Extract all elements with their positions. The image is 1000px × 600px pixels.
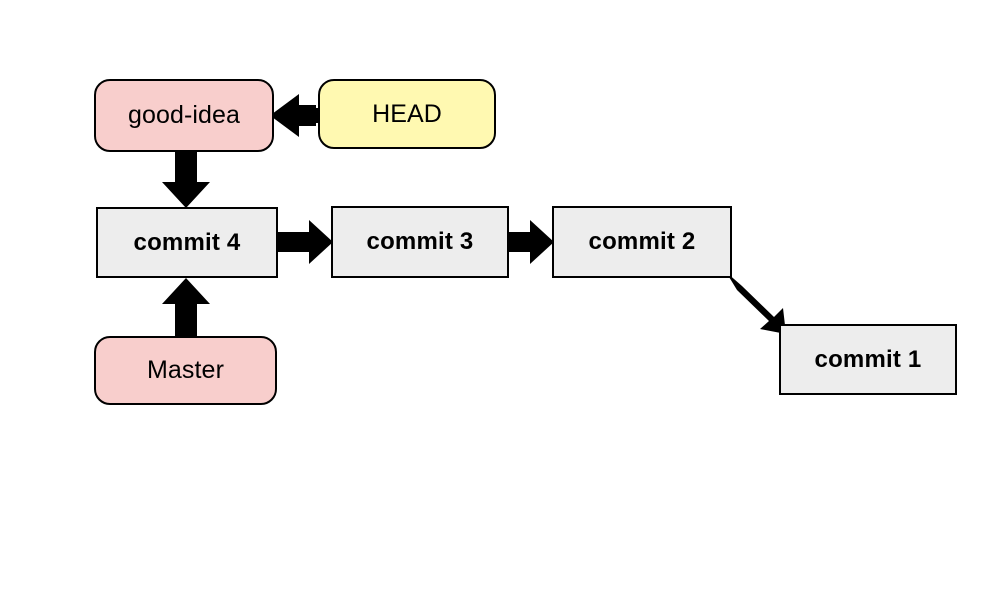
edge-head-to-good-idea (270, 94, 318, 137)
node-commit-4-label: commit 4 (133, 228, 241, 256)
node-head[interactable]: HEAD (318, 79, 496, 149)
node-good-idea-label: good-idea (127, 101, 241, 129)
node-master-label: Master (146, 356, 224, 384)
node-commit-3-label: commit 3 (366, 228, 474, 255)
edge-commit4-to-commit3 (278, 220, 333, 264)
edge-master-to-commit4 (162, 278, 210, 336)
edge-commit3-to-commit2 (509, 220, 554, 264)
node-commit-4[interactable]: commit 4 (96, 207, 278, 278)
node-master[interactable]: Master (94, 336, 277, 405)
node-commit-2[interactable]: commit 2 (552, 206, 732, 278)
edge-good-idea-to-commit4 (162, 151, 210, 208)
node-commit-1-label: commit 1 (814, 345, 922, 373)
node-commit-3[interactable]: commit 3 (331, 206, 509, 278)
node-head-label: HEAD (372, 99, 442, 128)
edge-commit2-to-commit1 (726, 272, 786, 334)
node-good-idea[interactable]: good-idea (94, 79, 274, 152)
node-commit-1[interactable]: commit 1 (779, 324, 957, 395)
node-commit-2-label: commit 2 (588, 228, 696, 255)
